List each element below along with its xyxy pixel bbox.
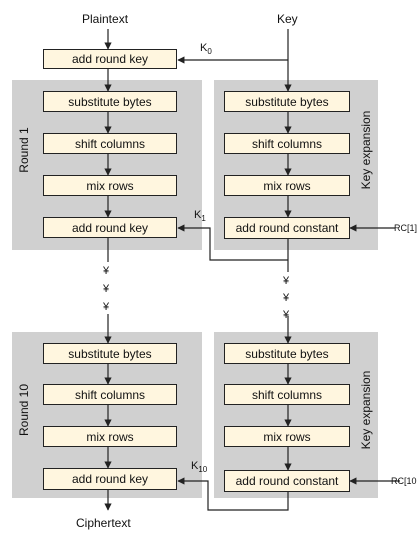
k1-label: K1 — [194, 209, 206, 223]
round10-shift-columns-box: shift columns — [43, 384, 177, 405]
keyexp10-mix-rows-box: mix rows — [224, 426, 350, 447]
round10-substitute-bytes-box: substitute bytes — [43, 343, 177, 364]
right-ellipsis-1: ¥ — [283, 275, 290, 287]
keyexp10-add-round-constant-box: add round constant — [224, 470, 350, 492]
round1-substitute-bytes-box: substitute bytes — [43, 91, 177, 112]
k0-text: K0 — [200, 42, 212, 57]
rc1-label: RC[1] — [394, 223, 418, 233]
ciphertext-label: Ciphertext — [76, 516, 131, 530]
k10-label: K10 — [191, 460, 207, 474]
k1-text: K1 — [194, 209, 206, 224]
keyexp1-shift-columns-box: shift columns — [224, 133, 350, 154]
left-ellipsis-2: ¥ — [103, 283, 110, 295]
key-expansion-10-label: Key expansion — [359, 370, 373, 450]
keyexp1-mix-rows-box: mix rows — [224, 175, 350, 196]
key-label: Key — [277, 12, 298, 26]
keyexp1-add-round-constant-box: add round constant — [224, 217, 350, 239]
right-ellipsis-2: ¥ — [283, 292, 290, 304]
right-ellipsis-3: ¥ — [283, 309, 290, 321]
keyexp1-substitute-bytes-box: substitute bytes — [224, 91, 350, 112]
left-ellipsis-3: ¥ — [103, 301, 110, 313]
k0-label: K0 — [200, 42, 212, 56]
round10-mix-rows-box: mix rows — [43, 426, 177, 447]
round1-mix-rows-box: mix rows — [43, 175, 177, 196]
k10-text: K10 — [191, 460, 208, 475]
round1-add-round-key-box: add round key — [43, 217, 177, 238]
round-1-label: Round 1 — [17, 127, 31, 173]
left-ellipsis-1: ¥ — [103, 265, 110, 277]
initial-add-round-key-box: add round key — [43, 49, 177, 69]
key-expansion-1-label: Key expansion — [359, 110, 373, 190]
round1-shift-columns-box: shift columns — [43, 133, 177, 154]
keyexp10-shift-columns-box: shift columns — [224, 384, 350, 405]
round10-add-round-key-box: add round key — [43, 468, 177, 490]
round-10-label: Round 10 — [17, 383, 31, 437]
keyexp10-substitute-bytes-box: substitute bytes — [224, 343, 350, 364]
plaintext-label: Plaintext — [82, 12, 129, 26]
rc10-label: RC[10 — [391, 476, 417, 486]
